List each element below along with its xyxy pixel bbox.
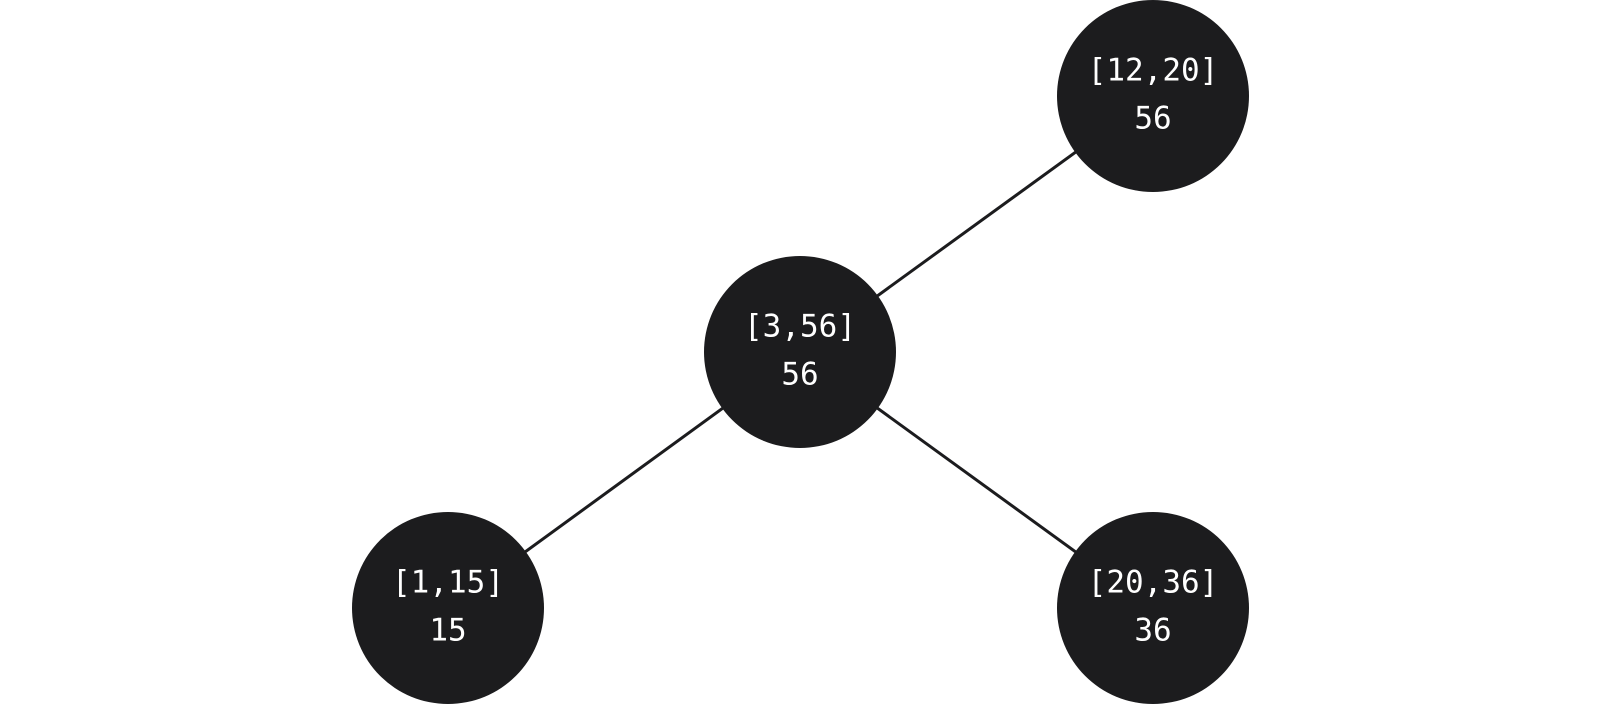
node-max-value-label: 56 (1134, 101, 1171, 137)
node-max-value-label: 15 (429, 613, 466, 649)
node-interval-label: [3,56] (744, 309, 856, 345)
tree-node-right: [12,20] 56 (1057, 0, 1249, 192)
node-circle (352, 512, 544, 704)
node-interval-label: [20,36] (1088, 565, 1219, 601)
node-circle (704, 256, 896, 448)
node-interval-label: [12,20] (1088, 53, 1219, 89)
tree-node-right-child: [20,36] 36 (1057, 512, 1249, 704)
node-max-value-label: 36 (1134, 613, 1171, 649)
node-circle (1057, 0, 1249, 192)
node-interval-label: [1,15] (392, 565, 504, 601)
node-max-value-label: 56 (781, 357, 818, 393)
nodes-layer: [3,56] 56 [12,20] 56 [1,15] 15 [20,36] 36 (352, 0, 1249, 704)
node-circle (1057, 512, 1249, 704)
tree-node-root: [3,56] 56 (704, 256, 896, 448)
tree-node-left: [1,15] 15 (352, 512, 544, 704)
